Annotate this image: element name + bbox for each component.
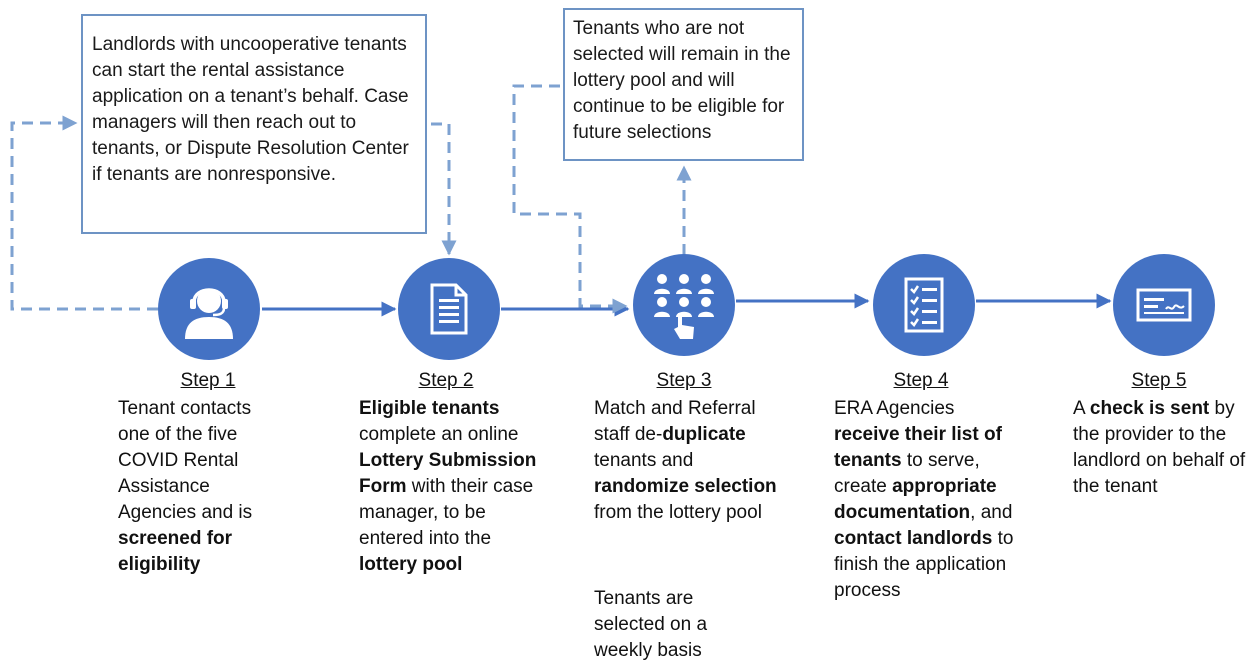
step3-text-segment: randomize selection (594, 476, 777, 497)
step4-text-segment: appropriate documentation (834, 476, 997, 523)
landlord-assistance-note: Landlords with uncooperative tenants can… (81, 14, 427, 234)
step1-circle (158, 258, 260, 360)
step5-circle (1113, 254, 1215, 356)
step1-description: Tenant contacts one of the five COVID Re… (118, 396, 283, 578)
step1-title: Step 1 (180, 370, 236, 391)
step5-text-segment: A (1073, 398, 1090, 419)
step2-text-segment: Lottery Submission Form (359, 450, 537, 497)
headset-agent-icon (185, 288, 233, 339)
step4-text-segment: to finish the application process (834, 528, 1014, 601)
step5-description: A check is sent by the provider to the l… (1073, 396, 1248, 500)
step4-text-segment: ERA Agencies (834, 398, 955, 419)
step4-text-segment: receive their list of tenants (834, 424, 1002, 471)
step2-description: Eligible tenants complete an online Lott… (359, 396, 549, 578)
step3-text-segment: duplicate (662, 424, 746, 445)
group-selection-icon (654, 274, 714, 339)
lottery-pool-note: Tenants who are not selected will remain… (563, 8, 804, 161)
step2-text-segment: complete an online (359, 424, 519, 445)
step4-circle (873, 254, 975, 356)
dashed-arrow-step1-to-landlord-note (10, 115, 158, 311)
step2-text-segment: with their case manager, to be entered i… (359, 476, 534, 549)
dashed-arrow-landlord-note-to-step2 (431, 122, 457, 256)
step5-text-segment: by the provider to the landlord on behal… (1073, 398, 1246, 497)
checklist-icon (904, 277, 944, 333)
check-payment-icon (1136, 288, 1192, 322)
step2-circle (398, 258, 500, 360)
step4-text-segment: contact landlords (834, 528, 993, 549)
step4-text-segment: to serve, create (834, 450, 980, 497)
step1-text-segment: screened for eligibility (118, 528, 233, 575)
step4-title: Step 4 (893, 370, 949, 391)
dashed-arrow-pool-note-to-step3 (512, 84, 628, 314)
lottery-pool-note-text: Tenants who are not selected will remain… (573, 18, 791, 143)
step3-text-segment: from the lottery pool (594, 502, 762, 523)
step5-title: Step 5 (1131, 370, 1187, 391)
step4-description: ERA Agencies receive their list of tenan… (834, 396, 1024, 604)
step3-description: Match and Referral staff de-duplicate te… (594, 396, 784, 526)
step3-circle (633, 254, 735, 356)
landlord-assistance-note-text: Landlords with uncooperative tenants can… (92, 34, 409, 185)
step4-text-segment: , and (970, 502, 1013, 523)
step2-text-segment: lottery pool (359, 554, 463, 575)
step3-title: Step 3 (656, 370, 712, 391)
step2-title: Step 2 (418, 370, 474, 391)
step1-text-segment: Tenant contacts one of the five COVID Re… (118, 398, 253, 523)
step3-text-segment: Match and Referral staff de- (594, 398, 756, 445)
step3-text-segment: tenants and (594, 450, 694, 471)
document-icon (430, 283, 468, 335)
step2-text-segment: Eligible tenants (359, 398, 500, 419)
step3-extra-description: Tenants are selected on a weekly basis (594, 588, 708, 661)
step5-text-segment: check is sent (1089, 398, 1210, 419)
